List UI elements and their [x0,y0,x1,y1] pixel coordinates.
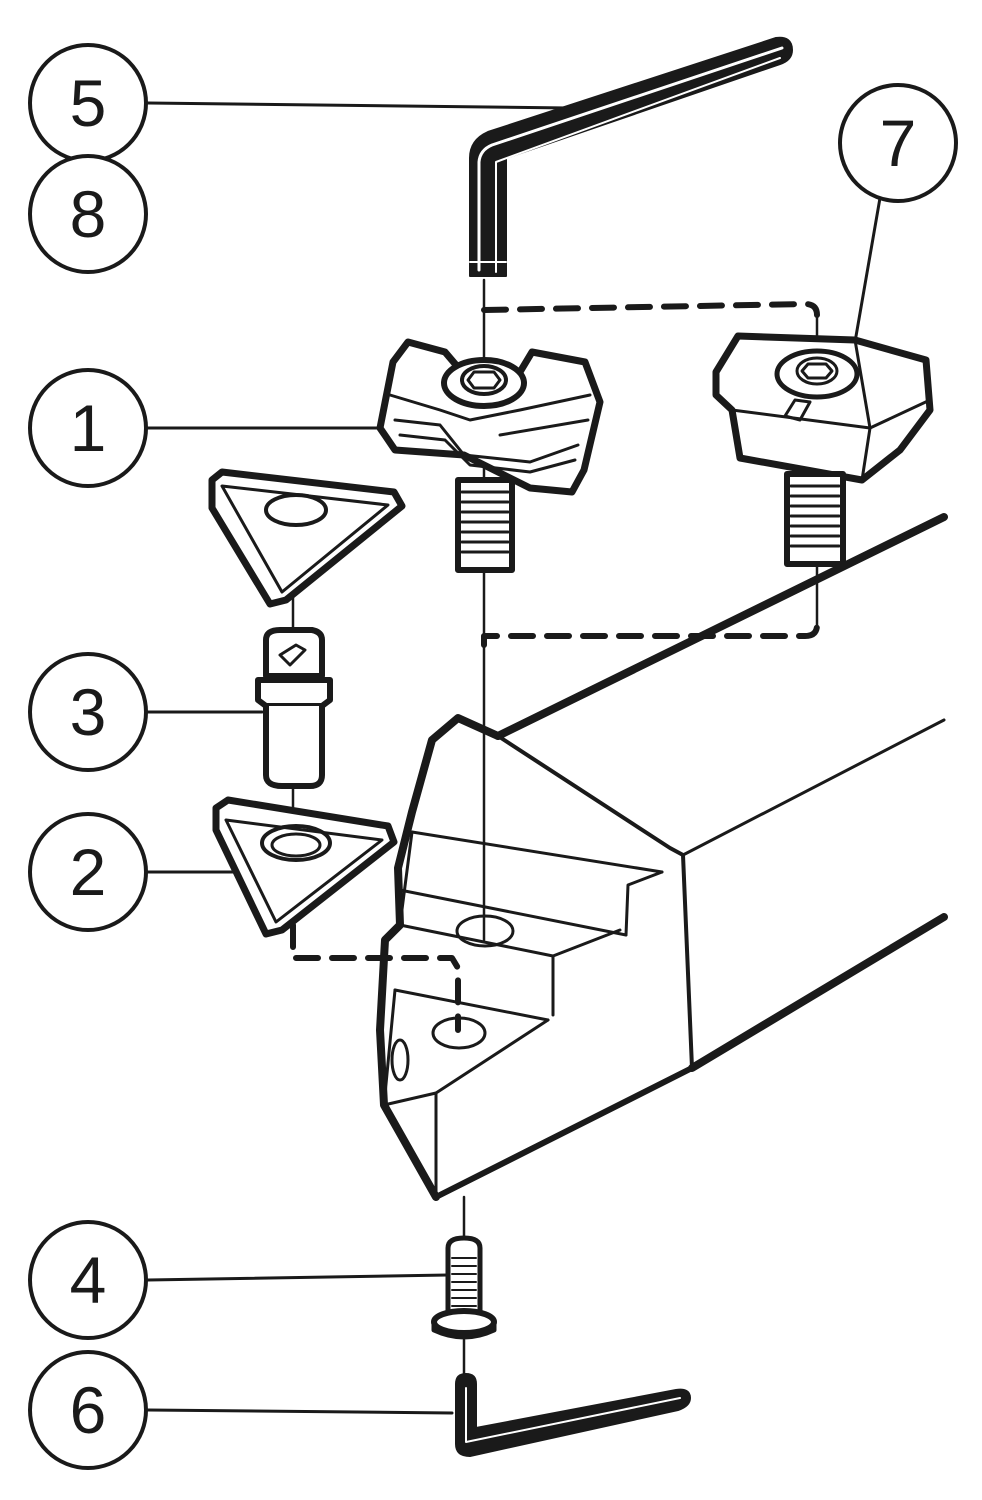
callout-8-label: 8 [70,177,107,251]
callout-4: 4 [28,1220,148,1340]
clamp-1 [376,338,604,573]
leader-5 [146,101,572,110]
seat-screw-4 [431,1235,497,1340]
callout-4-label: 4 [70,1243,107,1317]
callout-7-label: 7 [880,106,917,180]
clamp-7 [712,332,934,567]
leader-lines [146,101,882,1415]
tool-holder-body [376,513,948,1201]
callout-2: 2 [28,812,148,932]
leader-6 [146,1408,454,1415]
hex-key-small [455,1373,691,1457]
callout-6: 6 [28,1350,148,1470]
callout-3: 3 [28,652,148,772]
insert-top [208,468,406,608]
callout-6-label: 6 [70,1373,107,1447]
callout-8: 8 [28,154,148,274]
hex-key-large [469,36,793,277]
seat-2 [212,796,398,938]
leader-7 [853,196,882,344]
assembly-alignment-lines [290,278,820,1380]
callout-7: 7 [838,83,958,203]
callout-5: 5 [28,43,148,163]
callout-1-label: 1 [70,391,107,465]
callout-1: 1 [28,368,148,488]
callout-5-label: 5 [70,66,107,140]
pin-3 [255,627,333,789]
callout-3-label: 3 [70,675,107,749]
callout-2-label: 2 [70,835,107,909]
leader-4 [146,1273,450,1282]
